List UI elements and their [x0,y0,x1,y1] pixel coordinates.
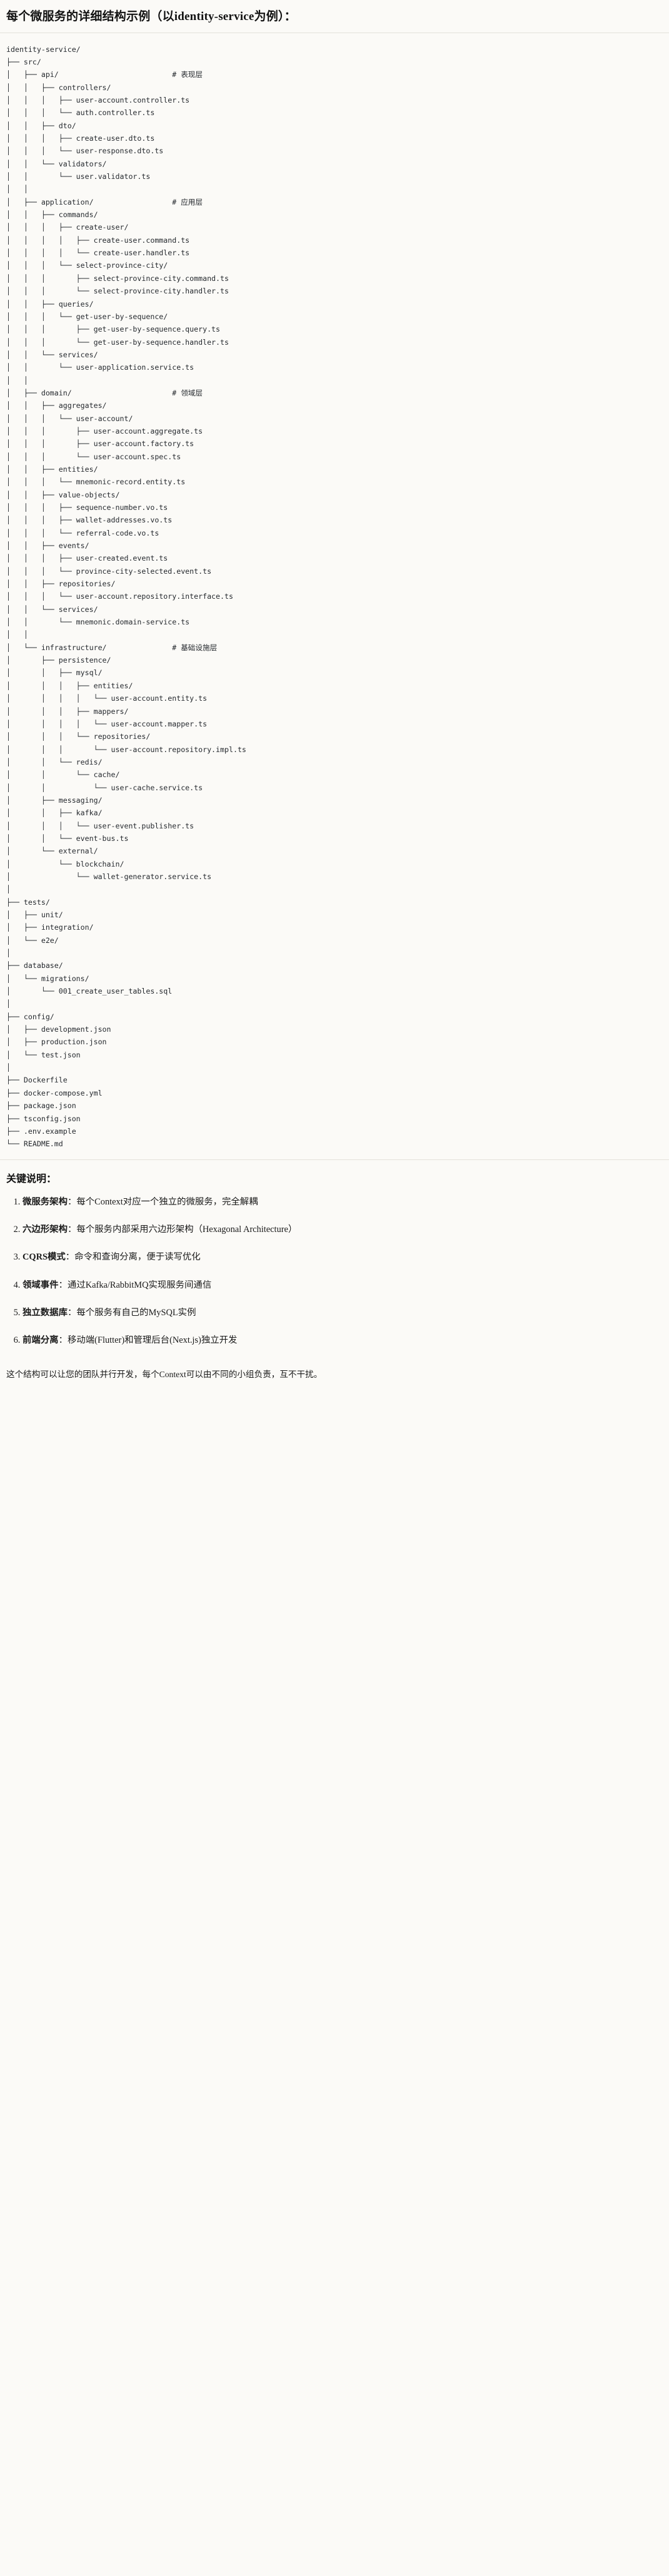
directory-tree-block: identity-service/ ├── src/ │ ├── api/ # … [0,33,669,1159]
directory-tree: identity-service/ ├── src/ │ ├── api/ # … [6,44,246,1149]
keypoint-separator: ： [65,1252,75,1263]
keypoint-item: CQRS模式：命令和查询分离，便于读写优化 [23,1250,663,1264]
closing-paragraph: 这个结构可以让您的团队并行开发，每个Context可以由不同的小组负责，互不干扰… [6,1369,323,1379]
keypoint-term: 独立数据库 [23,1307,68,1318]
tree-divider [0,1159,669,1160]
keypoint-separator: ： [67,1196,77,1207]
keypoint-description: 命令和查询分离，便于读写优化 [74,1252,201,1263]
keypoint-term: 前端分离 [23,1335,59,1346]
keypoint-item: 微服务架构：每个Context对应一个独立的微服务，完全解耦 [23,1195,663,1209]
keypoint-description: 每个Context对应一个独立的微服务，完全解耦 [76,1196,258,1207]
keypoint-description: 每个服务内部采用六边形架构（Hexagonal Architecture） [76,1224,298,1235]
keypoint-item: 六边形架构：每个服务内部采用六边形架构（Hexagonal Architectu… [23,1223,663,1236]
keypoints-section: 关键说明： 微服务架构：每个Context对应一个独立的微服务，完全解耦六边形架… [0,1160,669,1364]
keypoint-separator: ： [67,1307,77,1318]
keypoints-heading: 关键说明： [6,1173,57,1184]
keypoint-item: 领域事件：通过Kafka/RabbitMQ实现服务间通信 [23,1278,663,1292]
keypoint-separator: ： [58,1335,68,1346]
keypoint-term: CQRS模式 [23,1252,66,1263]
page-title: 每个微服务的详细结构示例（以identity-service为例）： [6,10,296,23]
keypoint-separator: ： [67,1224,77,1235]
keypoint-separator: ： [58,1280,68,1290]
keypoint-term: 微服务架构 [23,1196,68,1207]
keypoint-description: 通过Kafka/RabbitMQ实现服务间通信 [67,1280,212,1290]
keypoint-description: 每个服务有自己的MySQL实例 [76,1307,196,1318]
keypoint-term: 六边形架构 [23,1224,68,1235]
keypoints-list: 微服务架构：每个Context对应一个独立的微服务，完全解耦六边形架构：每个服务… [6,1195,663,1348]
keypoint-description: 移动端(Flutter)和管理后台(Next.js)独立开发 [67,1335,238,1346]
keypoint-item: 独立数据库：每个服务有自己的MySQL实例 [23,1306,663,1320]
document-page: 每个微服务的详细结构示例（以identity-service为例）： ident… [0,0,669,1391]
keypoint-term: 领域事件 [23,1280,59,1290]
keypoint-item: 前端分离：移动端(Flutter)和管理后台(Next.js)独立开发 [23,1333,663,1347]
